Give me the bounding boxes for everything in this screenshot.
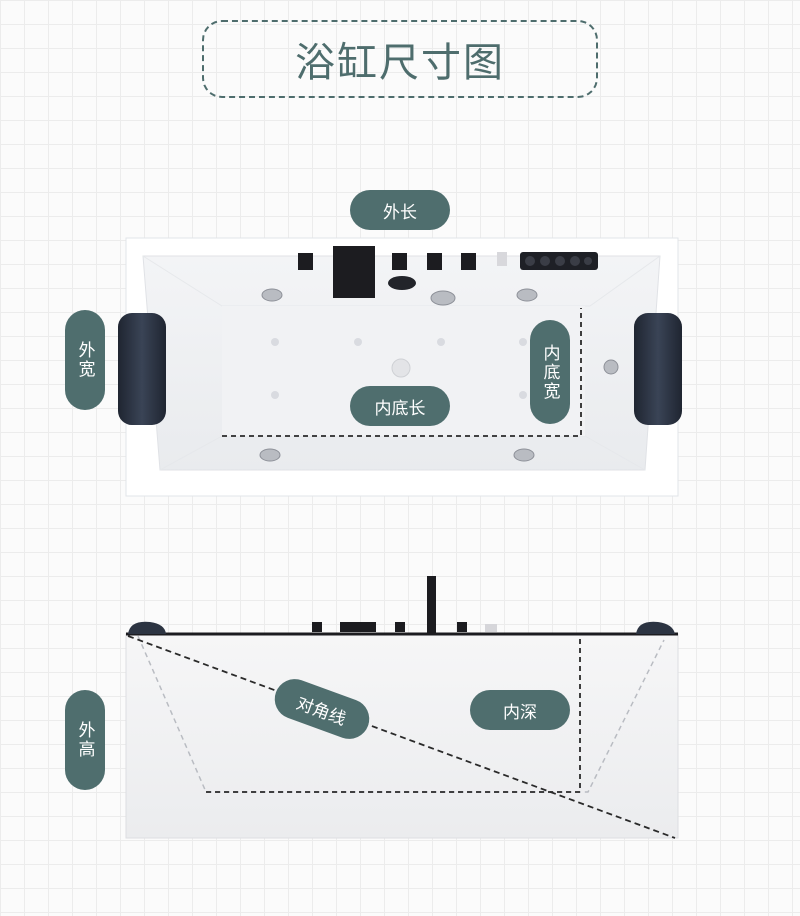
diagonal-text: 对角线 <box>293 693 349 730</box>
inner-bottom-length-label: 内底长 <box>350 386 450 426</box>
headrest-pillow-icon <box>634 313 682 425</box>
valve-knob-icon <box>457 622 467 632</box>
water-jet-icon <box>261 288 283 302</box>
inner-bottom-width-label: 内底宽 <box>530 320 570 424</box>
valve-knob-icon <box>298 253 313 270</box>
water-jet-icon <box>516 288 538 302</box>
outer-height-label: 外高 <box>65 690 105 790</box>
tub-side-panel <box>125 633 679 839</box>
outer-length-text: 外长 <box>383 202 417 223</box>
inner-depth-dashed-line <box>206 636 581 793</box>
outer-length-label: 外长 <box>350 190 450 230</box>
headrest-pillow-icon <box>128 621 166 634</box>
outer-width-text: 外宽 <box>74 341 95 379</box>
water-jet-icon <box>430 290 456 306</box>
side-view <box>125 576 679 839</box>
water-jet-icon <box>259 448 281 462</box>
inner-bottom-length-text: 内底长 <box>374 398 426 419</box>
valve-knob-icon <box>395 622 405 632</box>
shower-handle-icon <box>427 576 436 634</box>
inner-depth-label: 内深 <box>470 690 570 730</box>
top-view <box>118 237 682 497</box>
inner-bottom-dashed-line <box>222 308 582 437</box>
title-box: 浴缸尺寸图 <box>202 20 598 98</box>
drain-icon <box>391 358 411 378</box>
valve-knob-icon <box>392 253 407 270</box>
outer-width-label: 外宽 <box>65 310 105 410</box>
valve-knob-icon <box>461 253 476 270</box>
valve-knob-icon <box>427 253 442 270</box>
headrest-pillow-icon <box>636 621 675 634</box>
headrest-pillow-icon <box>118 313 166 425</box>
water-jet-icon <box>603 359 619 375</box>
diagonal-dashed-line <box>127 635 676 839</box>
page-title: 浴缸尺寸图 <box>295 40 505 86</box>
valve-knob-icon <box>312 622 322 632</box>
faucet-icon <box>340 622 376 632</box>
faucet-icon <box>333 246 375 298</box>
inner-bottom-width-text: 内底宽 <box>539 343 560 401</box>
water-jet-icon <box>513 448 535 462</box>
drain-icon <box>388 276 416 290</box>
outer-height-text: 外高 <box>74 721 95 759</box>
inner-depth-text: 内深 <box>503 702 537 723</box>
